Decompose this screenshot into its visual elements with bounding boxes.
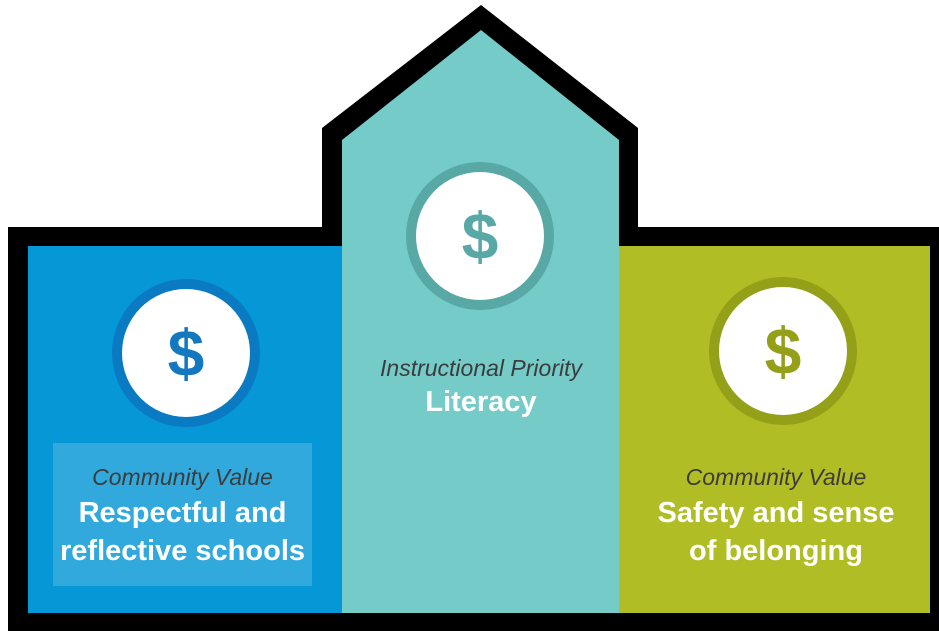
right-title-line1: Safety and sense [657, 497, 895, 529]
left-title-line2: reflective schools [60, 535, 305, 567]
right-dollar-icon: $ [703, 271, 863, 431]
right-caption: Community Value [685, 464, 867, 490]
left-caption: Community Value [92, 464, 273, 490]
center-tower [342, 30, 619, 613]
right-title: Safety and sense of belonging [620, 494, 932, 570]
left-dollar-glyph: $ [168, 316, 205, 390]
left-title: Respectful and reflective schools [53, 494, 312, 570]
right-title-line2: of belonging [689, 535, 863, 567]
center-dollar-icon: $ [400, 156, 560, 316]
right-panel-label: Community Value Safety and sense of belo… [620, 462, 932, 570]
center-dollar-glyph: $ [462, 199, 499, 273]
center-title: Literacy [425, 386, 537, 418]
left-dollar-icon: $ [106, 273, 266, 433]
center-panel-label: Instructional Priority Literacy [343, 353, 619, 421]
center-caption: Instructional Priority [380, 355, 582, 381]
left-title-line1: Respectful and [78, 497, 287, 529]
left-panel-label: Community Value Respectful and reflectiv… [53, 443, 312, 586]
right-dollar-glyph: $ [765, 314, 802, 388]
